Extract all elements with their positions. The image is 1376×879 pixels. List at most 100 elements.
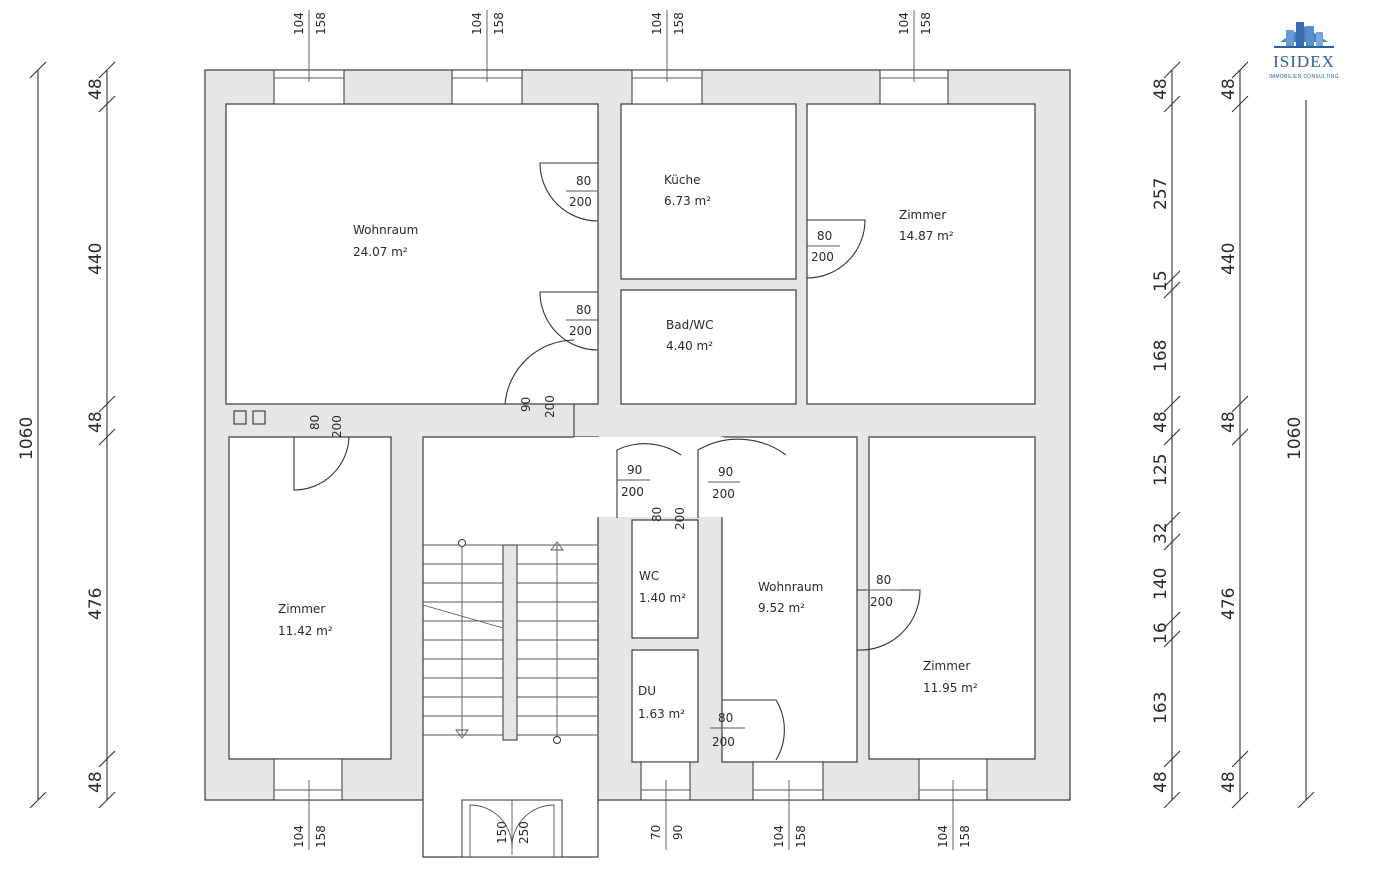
svg-text:440: 440 xyxy=(86,243,106,275)
room-area: 1.63 m² xyxy=(638,707,685,721)
dimension-lines xyxy=(29,10,1315,855)
svg-text:1060: 1060 xyxy=(17,417,37,460)
room-name: Zimmer xyxy=(899,208,946,222)
building-logo-icon xyxy=(1274,22,1334,48)
svg-text:476: 476 xyxy=(86,588,106,620)
svg-text:200: 200 xyxy=(712,487,735,501)
svg-text:250: 250 xyxy=(517,821,531,844)
svg-text:158: 158 xyxy=(958,825,972,848)
room-area: 11.95 m² xyxy=(923,681,978,695)
svg-text:168: 168 xyxy=(1151,340,1171,372)
company-logo: ISIDEX IMMOBILIEN CONSULTING xyxy=(1262,12,1346,94)
room-name: Wohnraum xyxy=(758,580,823,594)
room-du xyxy=(631,649,699,763)
room-wohnraum-small xyxy=(721,436,858,763)
svg-text:15: 15 xyxy=(1151,270,1171,292)
door-labels: 80 200 80 200 80 200 200 90 80 200 90 20… xyxy=(308,174,900,749)
chimney-2 xyxy=(252,410,266,425)
svg-text:90: 90 xyxy=(627,463,642,477)
room-zimmer-bottom-right xyxy=(868,436,1036,760)
left-dimensions: 1060 48 440 48 476 48 xyxy=(17,78,106,793)
room-name: Zimmer xyxy=(278,602,325,616)
svg-text:80: 80 xyxy=(576,303,591,317)
svg-text:90: 90 xyxy=(718,465,733,479)
svg-text:158: 158 xyxy=(794,825,808,848)
svg-text:200: 200 xyxy=(330,415,344,438)
svg-text:48: 48 xyxy=(86,78,106,100)
svg-text:150: 150 xyxy=(495,821,509,844)
svg-text:163: 163 xyxy=(1151,692,1171,724)
svg-text:48: 48 xyxy=(86,771,106,793)
svg-text:104: 104 xyxy=(897,12,911,35)
svg-text:48: 48 xyxy=(1219,411,1239,433)
svg-text:200: 200 xyxy=(543,395,557,418)
svg-text:80: 80 xyxy=(650,507,664,522)
door-swings xyxy=(293,162,921,761)
svg-text:476: 476 xyxy=(1219,588,1239,620)
svg-text:257: 257 xyxy=(1151,178,1171,210)
svg-text:200: 200 xyxy=(870,595,893,609)
logo-name: ISIDEX xyxy=(1273,52,1335,71)
svg-text:80: 80 xyxy=(876,573,891,587)
room-kueche xyxy=(620,103,797,280)
room-labels: Wohnraum 24.07 m² Küche 6.73 m² Zimmer 1… xyxy=(278,173,978,721)
room-wohnraum-large xyxy=(225,103,599,405)
svg-text:48: 48 xyxy=(1219,771,1239,793)
svg-text:48: 48 xyxy=(1151,411,1171,433)
room-area: 11.42 m² xyxy=(278,624,333,638)
room-area: 14.87 m² xyxy=(899,229,954,243)
svg-text:80: 80 xyxy=(576,174,591,188)
svg-text:104: 104 xyxy=(292,12,306,35)
svg-text:80: 80 xyxy=(718,711,733,725)
svg-text:158: 158 xyxy=(919,12,933,35)
svg-text:104: 104 xyxy=(292,825,306,848)
svg-text:440: 440 xyxy=(1219,243,1239,275)
svg-text:200: 200 xyxy=(673,507,687,530)
svg-text:48: 48 xyxy=(86,411,106,433)
room-name: WC xyxy=(639,569,659,583)
room-name: DU xyxy=(638,684,656,698)
svg-text:32: 32 xyxy=(1151,522,1171,544)
svg-text:90: 90 xyxy=(671,825,685,840)
logo-subtitle: IMMOBILIEN CONSULTING xyxy=(1269,74,1339,80)
windows-top xyxy=(273,69,949,105)
svg-text:104: 104 xyxy=(936,825,950,848)
svg-text:158: 158 xyxy=(314,12,328,35)
svg-text:70: 70 xyxy=(649,825,663,840)
right-outer-dimensions: 48 440 48 476 48 1060 xyxy=(1219,78,1305,793)
room-bad-wc xyxy=(620,289,797,405)
svg-text:200: 200 xyxy=(569,324,592,338)
room-name: Küche xyxy=(664,173,700,187)
svg-text:1060: 1060 xyxy=(1285,417,1305,460)
room-name: Wohnraum xyxy=(353,223,418,237)
room-area: 1.40 m² xyxy=(639,591,686,605)
svg-text:158: 158 xyxy=(314,825,328,848)
svg-text:158: 158 xyxy=(492,12,506,35)
room-wc-small xyxy=(631,519,699,639)
room-area: 24.07 m² xyxy=(353,245,408,259)
room-zimmer-top-right xyxy=(806,103,1036,405)
window-labels: 104 158 104 158 104 158 104 158 104 158 … xyxy=(292,12,972,848)
room-area: 4.40 m² xyxy=(666,339,713,353)
svg-text:200: 200 xyxy=(621,485,644,499)
svg-text:48: 48 xyxy=(1219,78,1239,100)
svg-text:16: 16 xyxy=(1151,622,1171,644)
svg-text:48: 48 xyxy=(1151,78,1171,100)
room-area: 6.73 m² xyxy=(664,194,711,208)
room-name: Bad/WC xyxy=(666,318,714,332)
svg-text:158: 158 xyxy=(672,12,686,35)
svg-text:200: 200 xyxy=(712,735,735,749)
room-area: 9.52 m² xyxy=(758,601,805,615)
svg-text:90: 90 xyxy=(519,397,533,412)
svg-text:104: 104 xyxy=(650,12,664,35)
svg-text:140: 140 xyxy=(1151,568,1171,600)
corridor xyxy=(574,437,724,517)
staircase xyxy=(422,539,598,744)
svg-text:80: 80 xyxy=(817,229,832,243)
svg-text:200: 200 xyxy=(811,250,834,264)
room-zimmer-left xyxy=(228,436,392,760)
chimney-1 xyxy=(233,410,247,425)
svg-text:80: 80 xyxy=(308,415,322,430)
svg-text:200: 200 xyxy=(569,195,592,209)
